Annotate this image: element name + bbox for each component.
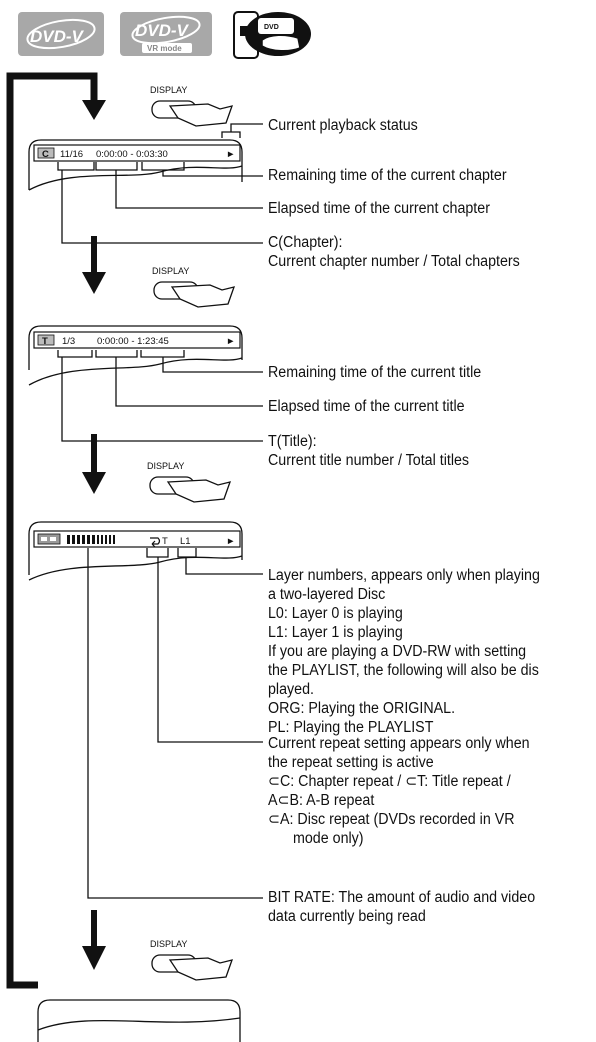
repeat-icon: ⊂ <box>278 792 290 809</box>
svg-text:0:00:00 - 0:03:30: 0:00:00 - 0:03:30 <box>96 149 168 160</box>
osd-screen-title: T 1/3 0:00:00 - 1:23:45 ► <box>29 326 263 441</box>
svg-text:1/3: 1/3 <box>62 336 75 347</box>
svg-text:DISPLAY: DISPLAY <box>150 85 187 95</box>
display-button-2: DISPLAY <box>152 266 234 307</box>
down-arrow-4 <box>82 910 106 970</box>
repeat-icon: ⊂ <box>405 773 417 790</box>
svg-text:►: ► <box>226 149 235 160</box>
svg-text:T: T <box>162 536 168 547</box>
dvd-video-vr-mode-logo: DVD-V VR mode <box>120 12 212 56</box>
svg-text:11/16: 11/16 <box>60 149 83 160</box>
svg-text:VR mode: VR mode <box>147 44 182 53</box>
svg-text:►: ► <box>226 536 235 547</box>
callout-remaining-title: Remaining time of the current title <box>268 363 481 382</box>
svg-text:DISPLAY: DISPLAY <box>147 461 184 471</box>
callout-playback-status: Current playback status <box>268 116 418 135</box>
display-button-1: DISPLAY <box>150 85 232 126</box>
svg-text:DVD-V: DVD-V <box>30 27 85 46</box>
down-arrow-2 <box>82 236 106 294</box>
callout-elapsed-chapter: Elapsed time of the current chapter <box>268 199 490 218</box>
callout-title-number: Current title number / Total titles <box>268 451 469 470</box>
repeat-icon: ⊂ <box>268 811 280 828</box>
svg-text:DVD-V: DVD-V <box>135 21 190 40</box>
svg-text:C: C <box>42 149 49 160</box>
svg-text:DISPLAY: DISPLAY <box>150 939 187 949</box>
svg-text:►: ► <box>226 336 235 347</box>
osd-screen-bitrate: T L1 ► <box>29 522 263 898</box>
svg-text:DISPLAY: DISPLAY <box>152 266 189 276</box>
display-button-3: DISPLAY <box>147 461 230 502</box>
callout-title-heading: T(Title): <box>268 432 317 451</box>
remote-dvd-button-icon: DVD <box>234 12 311 58</box>
dvd-video-logo: DVD-V <box>18 12 104 56</box>
svg-text:T: T <box>42 336 48 347</box>
display-button-4: DISPLAY <box>150 939 232 980</box>
svg-text:L1: L1 <box>180 536 191 547</box>
svg-text:DVD: DVD <box>264 24 279 31</box>
callout-chapter-heading: C(Chapter): <box>268 233 342 252</box>
down-arrow-3 <box>82 434 106 494</box>
callout-chapter-number: Current chapter number / Total chapters <box>268 252 520 271</box>
osd-screen-chapter: C 11/16 0:00:00 - 0:03:30 ► <box>29 124 263 243</box>
osd-screen-blank <box>38 1000 240 1042</box>
callout-elapsed-title: Elapsed time of the current title <box>268 397 465 416</box>
repeat-icon: ⊂ <box>268 773 280 790</box>
svg-text:0:00:00 - 1:23:45: 0:00:00 - 1:23:45 <box>97 336 169 347</box>
callout-remaining-chapter: Remaining time of the current chapter <box>268 166 507 185</box>
